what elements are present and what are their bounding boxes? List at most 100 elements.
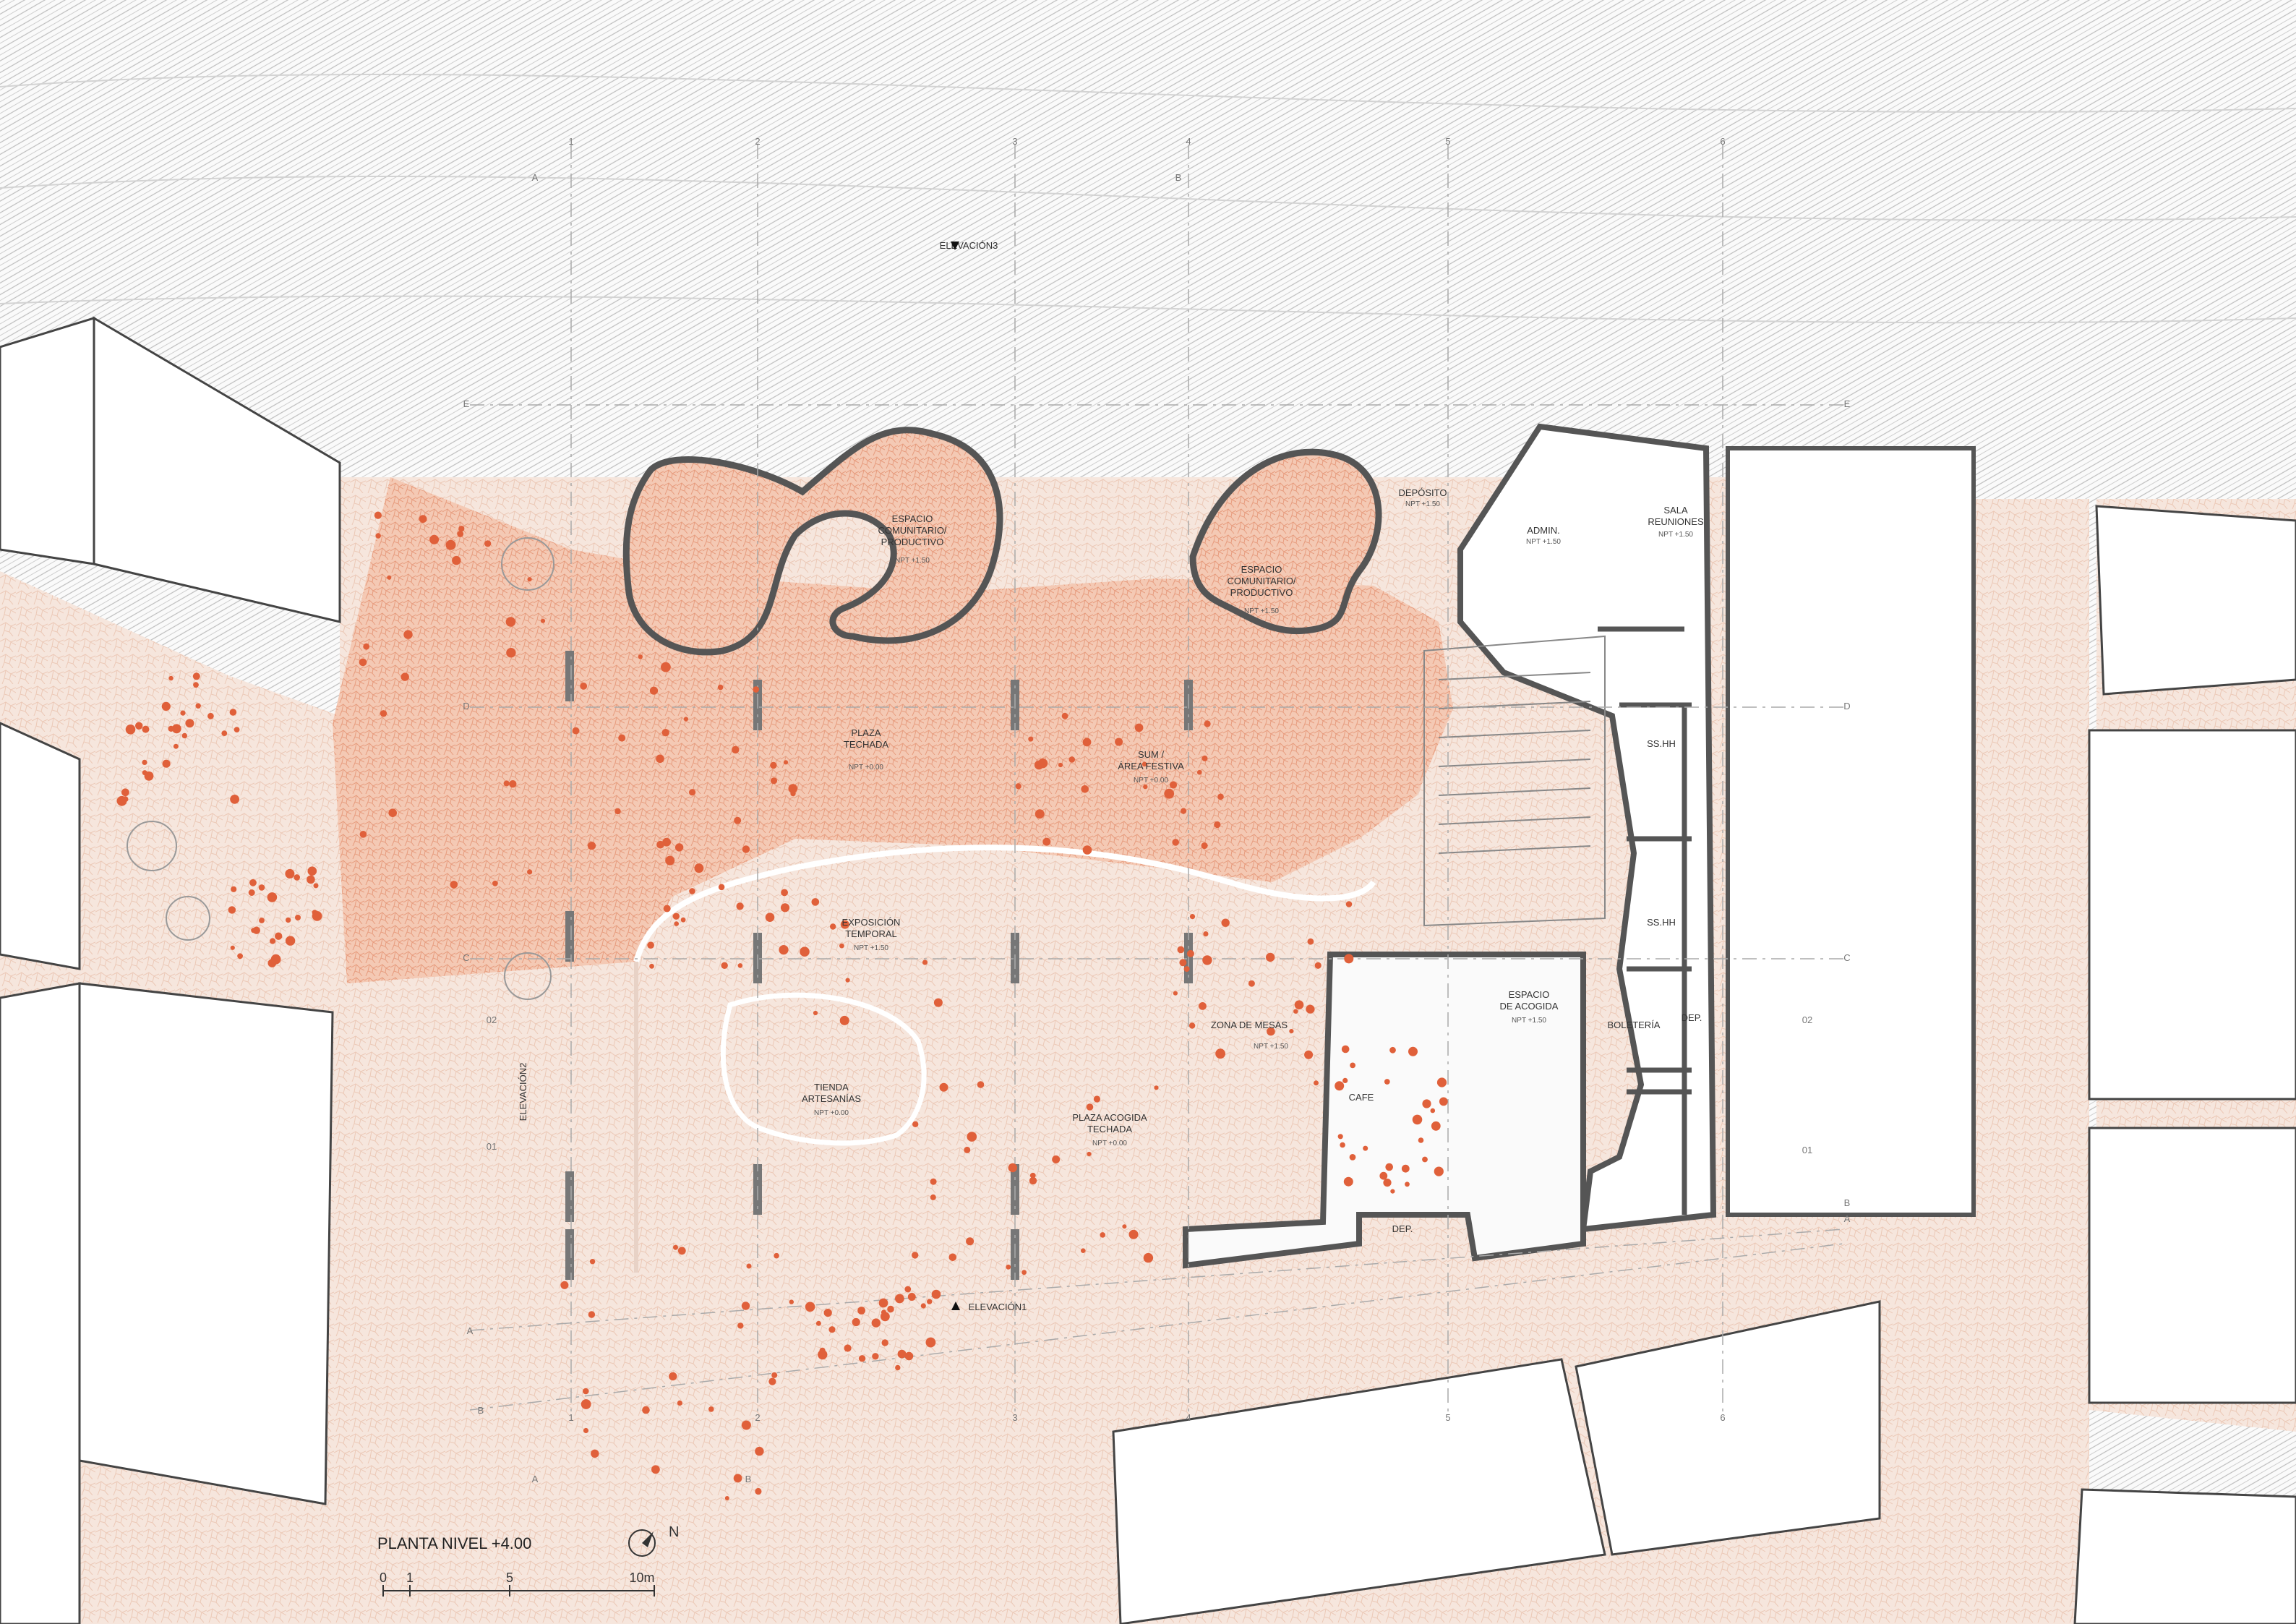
person-figure	[1304, 1050, 1314, 1059]
person-figure	[904, 1286, 912, 1293]
person-figure	[922, 960, 928, 965]
person-figure	[1058, 762, 1063, 768]
person-figure	[1186, 949, 1194, 957]
person-figure	[1021, 1270, 1027, 1275]
person-figure	[895, 1364, 901, 1371]
grid-row-labels: E E D D C C A A B B A B A B 02 01 02 01	[463, 172, 1850, 1484]
person-figure	[1037, 758, 1048, 769]
grid-col-6: 6	[1720, 136, 1725, 147]
person-figure	[1390, 1189, 1395, 1194]
ref-01-left: 01	[487, 1141, 497, 1152]
large-hall	[1726, 446, 1976, 1217]
dep1-label: DEP.	[1682, 1012, 1702, 1023]
person-figure	[161, 701, 171, 711]
person-figure	[503, 780, 510, 787]
ecp1-line2: COMUNITARIO/	[878, 525, 946, 536]
person-figure	[171, 724, 181, 734]
grid-col-5-bottom: 5	[1445, 1412, 1450, 1423]
person-figure	[771, 1372, 778, 1378]
person-figure	[931, 1289, 941, 1299]
grid-col-3-bottom: 3	[1012, 1412, 1017, 1423]
person-figure	[1196, 769, 1202, 775]
scale-10: 10m	[629, 1570, 654, 1585]
person-figure	[1337, 1134, 1343, 1140]
person-figure	[1029, 1172, 1036, 1179]
craft-store-outline	[720, 992, 927, 1146]
person-figure	[768, 1377, 776, 1385]
ecp1-npt: NPT +1.50	[895, 557, 930, 565]
elevation-markers: ELEVACIÓN3 ELEVACIÓN1 ELEVACIÓN2	[518, 240, 1027, 1312]
person-figure	[193, 682, 199, 688]
person-figure	[591, 1449, 599, 1458]
ecp1-line1: ESPACIO	[892, 513, 933, 524]
person-figure	[674, 843, 684, 852]
person-figure	[779, 945, 789, 955]
person-figure	[669, 1372, 677, 1381]
person-figure	[656, 754, 664, 764]
dep2-label: DEP.	[1392, 1223, 1413, 1234]
person-figure	[231, 886, 237, 892]
person-figure	[587, 842, 596, 850]
grid-row-C-right: C	[1843, 952, 1850, 963]
person-figure	[181, 732, 187, 739]
person-figure	[930, 1194, 936, 1200]
person-figure	[649, 963, 654, 969]
ecp2-npt: NPT +1.50	[1244, 607, 1279, 615]
north-label: N	[669, 1524, 679, 1540]
person-figure	[144, 771, 154, 781]
section-A-top: A	[532, 172, 539, 183]
person-figure	[618, 734, 626, 742]
plaza-acogida-line2: TECHADA	[1087, 1124, 1132, 1134]
ssh1-label: SS.HH	[1647, 738, 1676, 749]
person-figure	[1408, 1046, 1418, 1056]
person-figure	[1203, 931, 1209, 937]
person-figure	[1340, 1142, 1345, 1148]
person-figure	[733, 1474, 742, 1483]
person-figure	[1344, 954, 1354, 964]
person-figure	[142, 725, 150, 733]
grid-row-D: D	[463, 701, 469, 711]
person-figure	[1385, 1163, 1393, 1171]
person-figure	[1201, 755, 1208, 761]
acogida-line2: DE ACOGIDA	[1500, 1001, 1559, 1012]
acogida-line1: ESPACIO	[1509, 989, 1550, 1000]
person-figure	[251, 928, 257, 933]
person-figure	[887, 1305, 894, 1313]
ssh2-label: SS.HH	[1647, 917, 1676, 928]
person-figure	[753, 686, 760, 693]
ecp2-line3: PRODUCTIVO	[1230, 587, 1293, 598]
elevation-1-label: ELEVACIÓN1	[969, 1302, 1027, 1312]
person-figure	[307, 875, 315, 884]
person-figure	[912, 1252, 919, 1259]
person-figure	[1401, 1164, 1410, 1173]
city-blocks	[0, 316, 2296, 1624]
acogida-npt: NPT +1.50	[1512, 1017, 1546, 1025]
elevation-3-label: ELEVACIÓN3	[940, 240, 998, 251]
person-figure	[811, 898, 820, 906]
plaza-line2: TECHADA	[844, 739, 888, 750]
north-arrow-icon	[628, 1529, 656, 1557]
grid-col-1: 1	[568, 136, 573, 147]
person-figure	[249, 879, 257, 886]
person-figure	[830, 923, 836, 930]
person-figure	[1314, 962, 1322, 969]
person-figure	[638, 654, 643, 659]
person-figure	[967, 1132, 977, 1142]
person-figure	[1363, 1145, 1368, 1151]
person-figure	[1177, 946, 1185, 954]
person-figure	[589, 1259, 596, 1265]
person-figure	[1164, 788, 1175, 799]
person-figure	[828, 1326, 836, 1333]
person-figure	[1029, 1176, 1037, 1185]
person-figure	[1179, 959, 1187, 967]
person-figure	[651, 1465, 660, 1474]
person-figure	[400, 672, 409, 681]
person-figure	[1314, 1080, 1319, 1086]
person-figure	[359, 831, 367, 838]
person-figure	[1173, 991, 1178, 996]
plaza-line1: PLAZA	[851, 727, 881, 738]
person-figure	[1093, 1095, 1100, 1103]
person-figure	[228, 906, 236, 914]
person-figure	[162, 759, 171, 768]
person-figure	[857, 1307, 865, 1315]
